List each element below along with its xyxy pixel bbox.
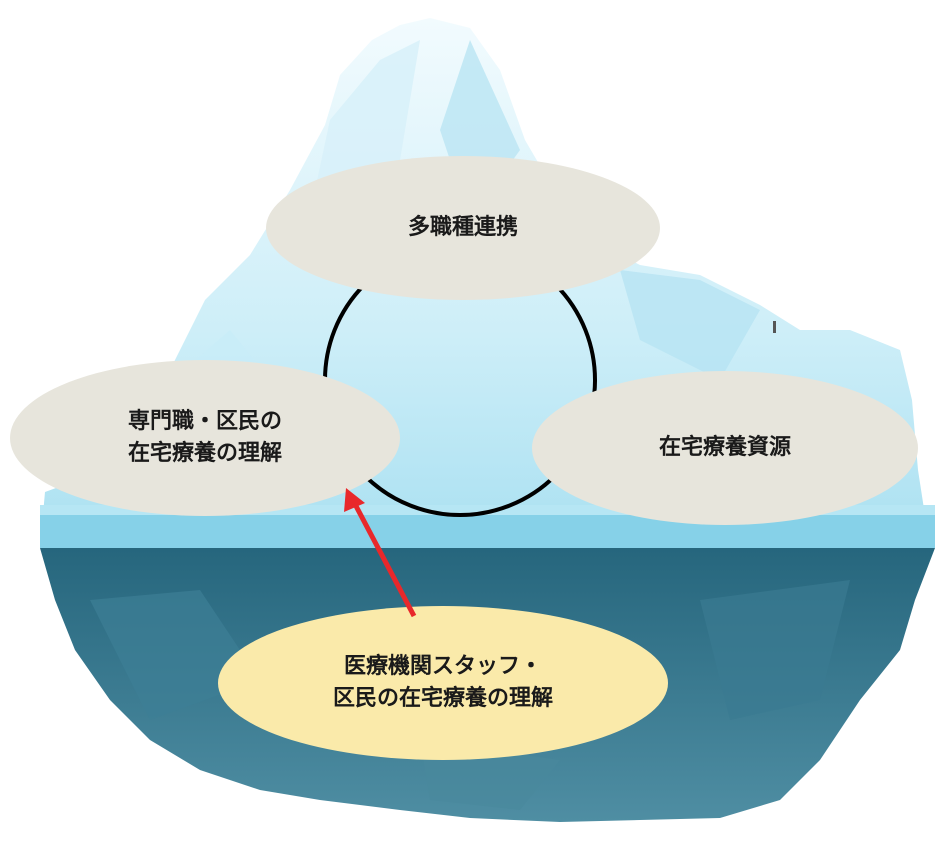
ice-shadow-facet	[620, 270, 760, 380]
node-top-text: 多職種連携	[407, 215, 518, 241]
node-right-bubble	[532, 371, 918, 525]
node-left-line1: 専門職・区民の	[127, 409, 282, 435]
node-bottom-bubble	[218, 606, 668, 760]
node-left-line2: 在宅療養の理解	[127, 441, 282, 466]
edge-arrow-head	[344, 488, 365, 512]
stray-tick-mark	[773, 321, 776, 333]
underwater-facet	[700, 580, 850, 720]
node-bottom-line1: 医療機関スタッフ・	[343, 654, 542, 680]
node-bottom-label: 医療機関スタッフ・ 区民の在宅療養の理解	[220, 637, 666, 729]
underwater-facet	[90, 590, 260, 720]
edge-arrow-shaft	[353, 504, 417, 618]
node-right-text: 在宅療養資源	[658, 435, 791, 461]
node-left-bubble	[10, 360, 400, 516]
node-right-label: 在宅療養資源	[534, 410, 916, 486]
node-left-label: 専門職・区民の 在宅療養の理解	[12, 392, 398, 484]
node-top-bubble	[266, 156, 660, 300]
node-bottom-line2: 区民の在宅療養の理解	[332, 686, 553, 711]
node-top-label: 多職種連携	[268, 190, 658, 266]
